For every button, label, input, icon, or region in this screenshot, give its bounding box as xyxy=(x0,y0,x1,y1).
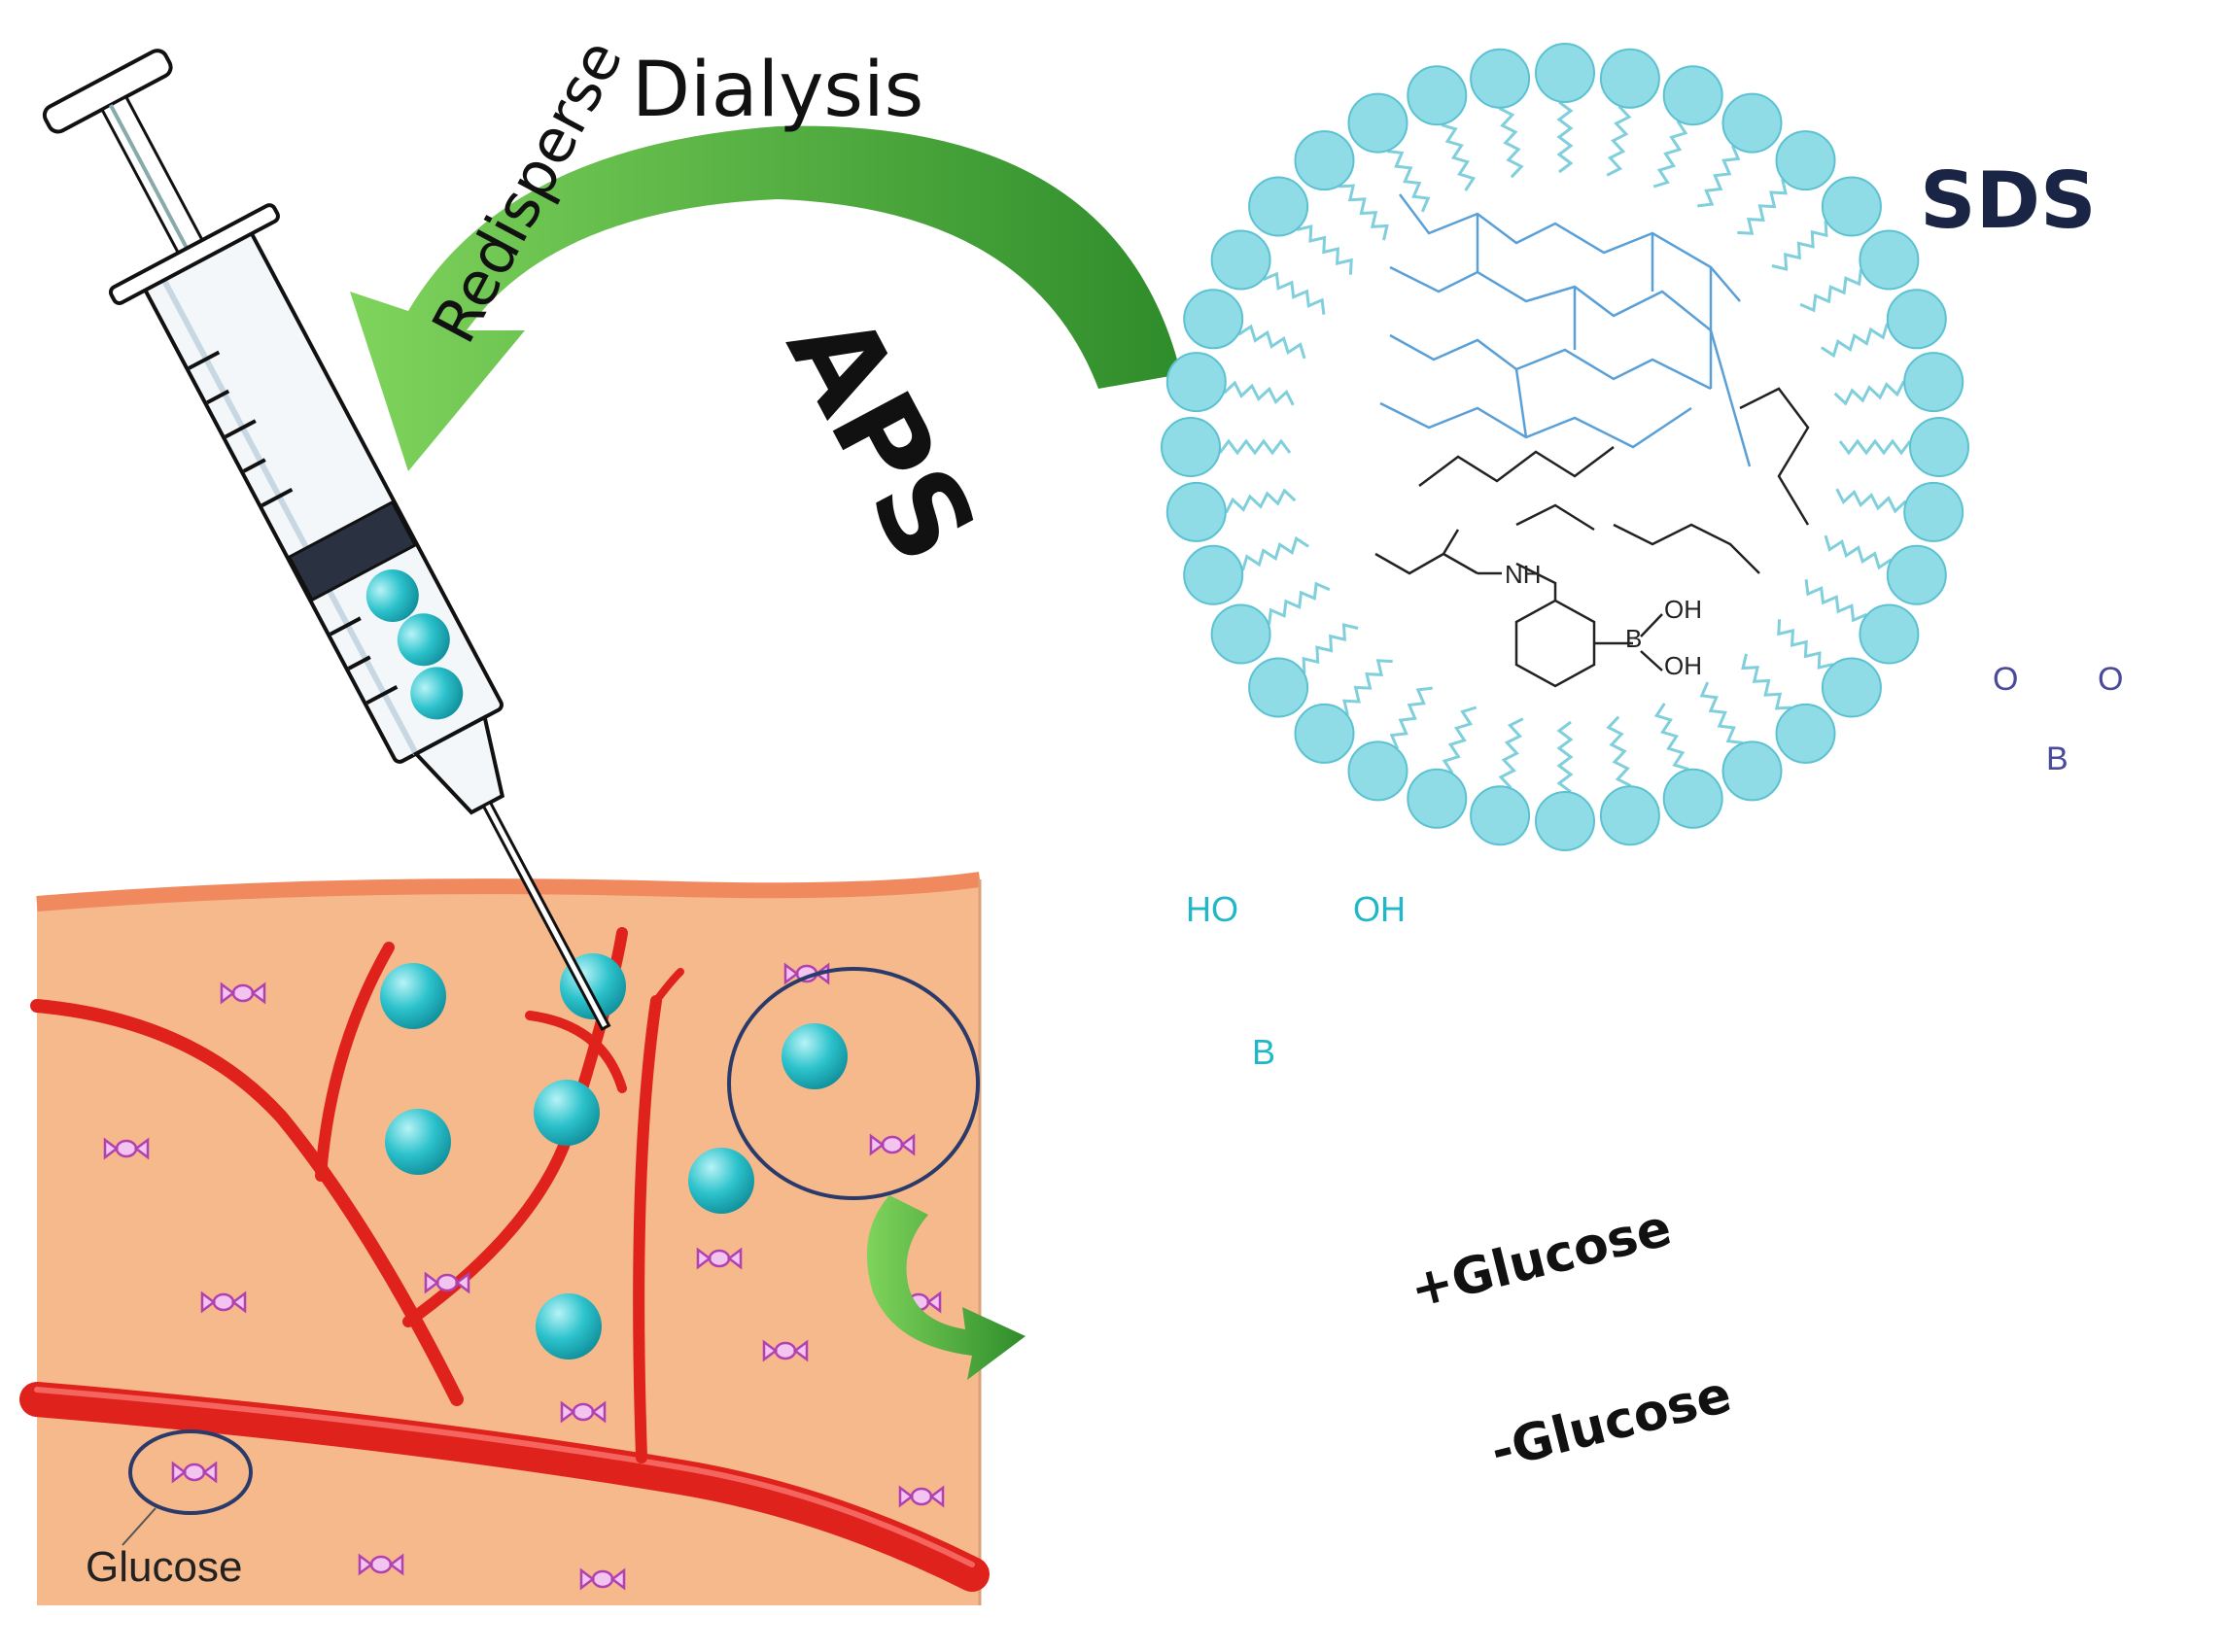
surfactant-head xyxy=(1886,544,1947,605)
surfactant-head xyxy=(1599,48,1660,109)
surfactant-head xyxy=(1165,481,1227,542)
polymer-network xyxy=(1374,193,1810,688)
nh-label: NH xyxy=(1505,560,1542,589)
surfactant-head xyxy=(1662,768,1723,829)
surfactant-head xyxy=(1183,289,1244,350)
surfactant-head xyxy=(1662,65,1723,126)
surfactant-tail xyxy=(1838,438,1912,456)
zoom-arrow xyxy=(866,1195,1026,1380)
surfactant-tail xyxy=(1777,619,1834,670)
surfactant-tail xyxy=(1737,178,1788,235)
surfactant-head xyxy=(1248,657,1309,718)
surfactant-head xyxy=(1775,130,1836,191)
tissue-block xyxy=(36,872,982,1605)
dialysis-arrow xyxy=(350,125,1181,472)
surfactant-tail xyxy=(1606,105,1632,177)
surfactant-head xyxy=(1903,481,1964,542)
surfactant-head xyxy=(1821,176,1882,237)
surfactant-head xyxy=(1721,740,1783,802)
surfactant-tail xyxy=(1556,720,1574,794)
surfactant-tail xyxy=(1342,659,1393,716)
surfactant-tail xyxy=(1833,380,1905,406)
oh-label-1: OH xyxy=(1664,595,1702,624)
surfactant-head xyxy=(1886,289,1947,350)
surfactant-tail xyxy=(1268,581,1331,625)
zoom-callout-circle xyxy=(727,967,980,1200)
surfactant-head xyxy=(1599,785,1660,846)
surfactant-head xyxy=(1909,417,1969,477)
surfactant-head xyxy=(1535,791,1595,851)
surfactant-head xyxy=(1535,43,1595,103)
surfactant-head xyxy=(1165,352,1227,413)
surfactant-tail xyxy=(1835,488,1907,514)
surfactant-head xyxy=(1859,229,1920,291)
o-label-left: O xyxy=(1993,661,2019,698)
surfactant-head xyxy=(1407,65,1468,126)
surfactant-tail xyxy=(1653,703,1689,771)
surfactant-tail xyxy=(1223,380,1295,406)
surfactant-head xyxy=(1903,352,1964,413)
sds-micelle xyxy=(1161,43,1969,851)
surfactant-tail xyxy=(1498,107,1524,179)
surfactant-head xyxy=(1161,417,1221,477)
ho-label-cyan: HO xyxy=(1186,889,1238,929)
surfactant-tail xyxy=(1804,579,1867,623)
surfactant-tail xyxy=(1296,224,1353,275)
surfactant-head xyxy=(1294,130,1355,191)
surfactant-head xyxy=(1347,740,1408,802)
surfactant-tail xyxy=(1741,653,1791,710)
surfactant-tail xyxy=(1498,717,1524,789)
sds-label: SDS xyxy=(1920,155,2097,246)
glucose-callout xyxy=(122,1429,253,1546)
surfactant-head xyxy=(1347,92,1408,154)
o-label-right: O xyxy=(2098,661,2124,698)
surfactant-tail xyxy=(1771,221,1828,271)
surfactant-tail xyxy=(1241,535,1309,571)
surfactant-head xyxy=(1470,48,1531,109)
surfactant-tail xyxy=(1302,623,1359,673)
surfactant-head xyxy=(1407,768,1468,829)
surfactant-tail xyxy=(1442,706,1478,774)
surfactant-head xyxy=(1721,92,1783,154)
surfactant-tail xyxy=(1606,715,1632,787)
surfactant-tail xyxy=(1699,681,1743,744)
surfactant-tail xyxy=(1821,323,1889,359)
surfactant-tail xyxy=(1225,488,1297,514)
syringe xyxy=(42,49,611,1032)
oh-label-cyan: OH xyxy=(1353,889,1406,929)
surfactant-head xyxy=(1183,544,1244,605)
surfactant-tail xyxy=(1263,271,1326,315)
surfactant-tail xyxy=(1218,438,1292,456)
oh-label-2: OH xyxy=(1664,651,1702,680)
surfactant-head xyxy=(1210,603,1271,665)
surfactant-head xyxy=(1294,703,1355,764)
glucose-label: Glucose xyxy=(86,1543,243,1591)
surfactant-tail xyxy=(1556,100,1574,174)
surfactant-head xyxy=(1859,603,1920,665)
surfactant-tail xyxy=(1441,123,1477,191)
surfactant-head xyxy=(1470,785,1531,846)
surfactant-tail xyxy=(1338,184,1389,241)
surfactant-head xyxy=(1210,229,1271,291)
surfactant-head xyxy=(1248,176,1309,237)
surfactant-tail xyxy=(1237,324,1306,360)
surfactant-tail xyxy=(1652,120,1688,189)
surfactant-tail xyxy=(1824,534,1893,570)
boron-label-micelle: B xyxy=(1625,624,1643,653)
boron-label-cyan: B xyxy=(1252,1032,1276,1072)
surfactant-head xyxy=(1775,703,1836,764)
surfactant-tail xyxy=(1389,686,1433,749)
surfactant-tail xyxy=(1387,150,1431,213)
surfactant-head xyxy=(1821,657,1882,718)
surfactant-tail xyxy=(1799,269,1862,313)
surfactant-tail xyxy=(1697,145,1741,208)
boron-label-blue: B xyxy=(2046,740,2069,777)
dialysis-label: Dialysis xyxy=(632,47,924,134)
